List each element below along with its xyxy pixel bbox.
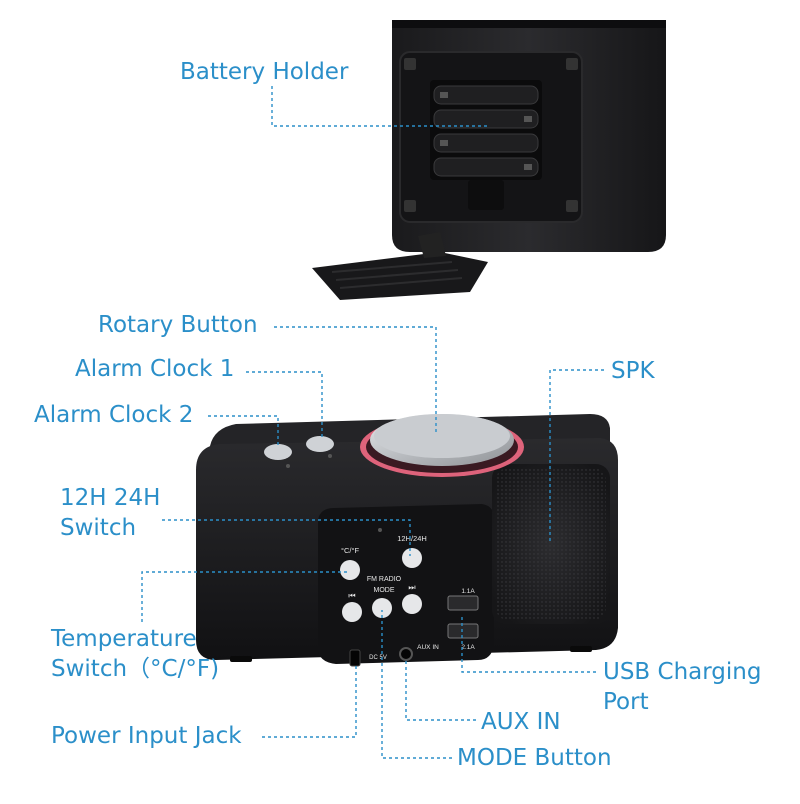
power-input-jack-label: Power Input Jack <box>51 723 242 749</box>
temperature-switch-line-2: Switch（°C/°F) <box>51 656 220 682</box>
leader-battery-holder <box>271 86 490 127</box>
leader-spk <box>549 369 604 544</box>
usb-port-2[interactable] <box>447 623 479 639</box>
switch-12h-24h-label: 12H 24H Switch <box>60 483 160 543</box>
marking-usb-bottom: 2.1A <box>461 644 475 651</box>
aux-in-label: AUX IN <box>481 709 561 735</box>
temperature-switch-button[interactable] <box>340 560 360 580</box>
battery-holder-unit <box>392 20 666 252</box>
marking-clock-format: 12H/24H <box>397 534 427 543</box>
leader-alarm-clock-2 <box>208 415 279 446</box>
mode-button[interactable] <box>372 598 392 618</box>
switch-12h-24h-line-2: Switch <box>60 515 137 541</box>
battery-holder-label: Battery Holder <box>180 59 349 85</box>
leader-12h-24h <box>162 519 411 556</box>
leader-mode-button <box>381 610 452 759</box>
alarm-clock-2-label: Alarm Clock 2 <box>34 402 194 428</box>
prev-button[interactable] <box>342 602 362 622</box>
battery-cells <box>433 85 539 177</box>
usb-charging-port-line-2: Port <box>603 689 649 715</box>
leader-rotary-button <box>274 326 437 432</box>
marking-mode: MODE <box>374 587 395 594</box>
usb-charging-port-line-1: USB Charging <box>603 659 762 685</box>
prev-icon: ⏮ <box>348 591 355 600</box>
power-jack[interactable] <box>349 649 361 667</box>
leader-temperature <box>141 571 348 622</box>
rotary-knob[interactable] <box>360 414 524 477</box>
switch-12h-24h-line-1: 12H 24H <box>60 485 161 511</box>
spk-label: SPK <box>611 358 655 384</box>
leader-power-jack <box>262 664 357 738</box>
next-icon: ⏭ <box>408 583 415 592</box>
alarm-clock-1-label: Alarm Clock 1 <box>75 356 235 382</box>
usb-charging-port-label: USB Charging Port <box>603 657 761 717</box>
marking-aux-in: AUX IN <box>417 644 439 651</box>
alarm-1-button[interactable] <box>306 436 334 458</box>
marking-fm-radio: FM RADIO <box>367 576 402 583</box>
marking-usb-top: 1.1A <box>461 588 475 595</box>
temperature-switch-label: Temperature Switch（°C/°F) <box>51 624 219 684</box>
temperature-switch-line-1: Temperature <box>51 626 197 652</box>
leader-aux-in <box>405 660 476 721</box>
leader-alarm-clock-1 <box>246 371 323 440</box>
aux-jack[interactable] <box>399 647 413 661</box>
leader-usb <box>461 614 596 673</box>
battery-cover <box>312 232 488 300</box>
next-button[interactable] <box>402 594 422 614</box>
marking-temp-unit: °C/°F <box>341 546 359 555</box>
clock-format-button[interactable] <box>402 548 422 568</box>
usb-port-1[interactable] <box>447 595 479 611</box>
mode-button-label: MODE Button <box>457 745 612 771</box>
marking-dc-in: DC 5V <box>369 655 387 661</box>
leader-lines <box>141 86 604 759</box>
rotary-button-label: Rotary Button <box>98 312 258 338</box>
alarm-clock-device: ⏮ ⏭ 12H/24H °C/°F FM RADIO MODE 1.1A 2.1… <box>196 414 618 667</box>
alarm-2-button[interactable] <box>264 444 292 468</box>
